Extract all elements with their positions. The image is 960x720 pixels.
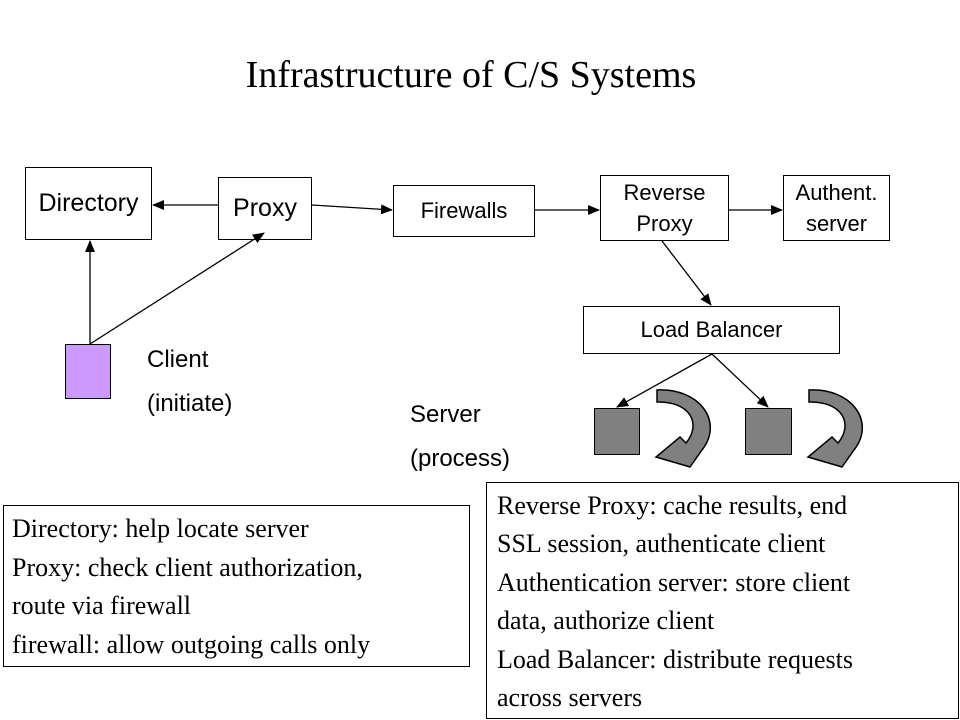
firewalls-label: Firewalls [420, 198, 508, 223]
edge-client-to-proxy [89, 232, 265, 345]
edge-reverse-proxy-to-load-balancer [661, 240, 712, 306]
server-node-2 [745, 408, 792, 455]
directory-node: Directory [25, 167, 152, 240]
note-line: Reverse Proxy: cache results, end [497, 491, 848, 520]
edge-proxy-to-firewalls [311, 204, 393, 215]
note-line: Load Balancer: distribute requests [497, 644, 853, 674]
reverse-proxy-label-line1: Reverse [623, 180, 706, 205]
edge-load-balancer-to-server-1 [616, 353, 713, 408]
note-line: Directory: help locate server [12, 514, 309, 543]
server-caption-line1: Server [410, 401, 481, 428]
client-caption: Client (initiate) [147, 338, 232, 426]
note-line: route via firewall [12, 591, 192, 620]
proxy-label: Proxy [233, 194, 297, 222]
client-caption-line1: Client [147, 346, 209, 373]
authent-server-label-line1: Authent. [795, 180, 878, 205]
slide-title: Infrastructure of C/S Systems [245, 54, 697, 96]
note-line: across servers [497, 683, 643, 713]
load-balancer-node: Load Balancer [583, 306, 840, 354]
notes-box-right: Reverse Proxy: cache results, end SSL se… [486, 482, 959, 719]
reverse-proxy-node: Reverse Proxy [600, 175, 729, 241]
edge-load-balancer-to-server-2 [711, 353, 769, 408]
note-line: SSL session, authenticate client [497, 529, 826, 559]
proxy-node: Proxy [218, 177, 312, 240]
curved-arrow-icon [806, 389, 864, 468]
note-line: Authentication server: store client [497, 567, 851, 597]
note-line: data, authorize client [497, 606, 715, 636]
note-line: firewall: allow outgoing calls only [12, 629, 371, 659]
server-node-1 [594, 408, 640, 455]
load-balancer-label: Load Balancer [640, 317, 783, 342]
server-caption-line2: (process) [410, 445, 511, 472]
directory-label: Directory [38, 189, 139, 217]
reverse-proxy-label-line2: Proxy [636, 211, 693, 236]
firewalls-node: Firewalls [393, 185, 535, 237]
authent-server-node: Authent. server [783, 175, 890, 241]
note-line: Proxy: check client authorization, [12, 552, 363, 582]
authent-server-label-line2: server [805, 211, 868, 236]
client-caption-line2: (initiate) [147, 390, 233, 417]
notes-box-left: Directory: help locate server Proxy: che… [3, 505, 470, 667]
curved-arrow-icon [654, 389, 712, 468]
server-caption: Server (process) [410, 393, 510, 481]
client-node [65, 344, 111, 399]
